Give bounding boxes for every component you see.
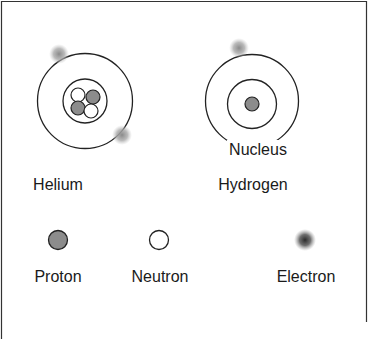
helium-atom: Helium — [37, 53, 133, 149]
neutron-particle — [84, 104, 98, 118]
neutron-particle — [71, 88, 85, 102]
atom-label: Nucleus — [227, 140, 289, 159]
nucleus-circle: Nucleus — [227, 79, 277, 129]
legend-swatch — [293, 228, 317, 252]
legend-label: Proton — [34, 267, 81, 286]
legend-label: Neutron — [132, 267, 189, 286]
nucleus-outline — [63, 79, 107, 123]
atom-label: Helium — [33, 175, 83, 194]
proton-particle — [71, 101, 85, 115]
atom-label: Hydrogen — [218, 175, 287, 194]
electron-orbit — [38, 54, 133, 149]
atom-drawing — [37, 53, 133, 149]
nucleus-outline — [228, 80, 277, 129]
electron-particle — [229, 38, 249, 58]
legend-swatch — [46, 228, 70, 252]
atom-drawing — [227, 79, 277, 129]
hydrogen-atom: NucleusHydrogen — [205, 54, 299, 148]
legend-swatch — [147, 228, 171, 252]
electron-particle — [49, 44, 69, 64]
electron-particle — [112, 125, 132, 145]
legend-label: Electron — [277, 267, 336, 286]
proton-particle — [86, 90, 100, 104]
electron-orbit — [206, 55, 299, 148]
proton-particle — [245, 97, 259, 111]
